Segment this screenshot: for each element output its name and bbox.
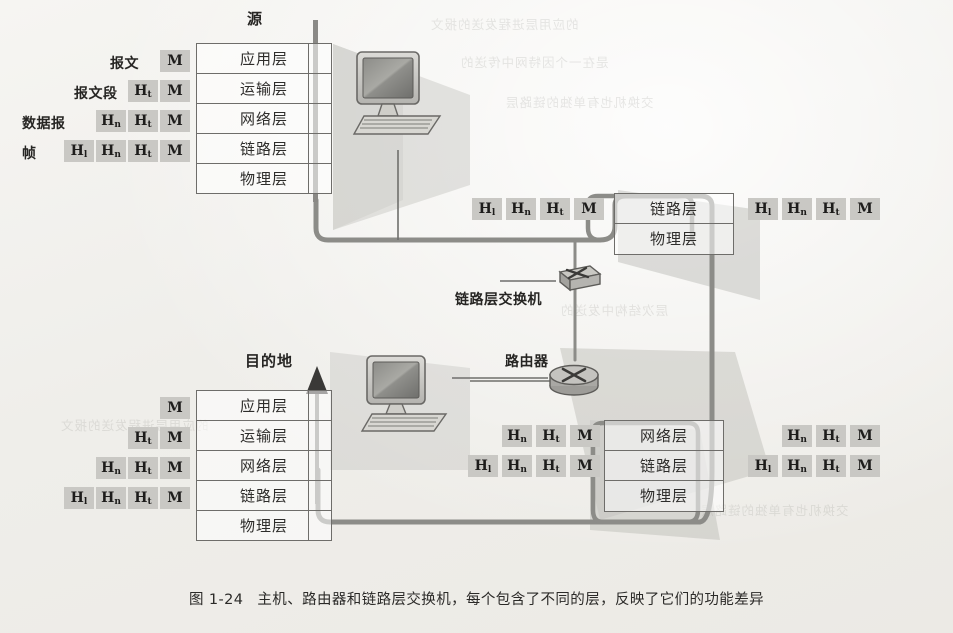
stack-layer-link[interactable]: 链路层 — [605, 451, 723, 481]
source-host-title: 源 — [247, 10, 264, 28]
pdu-chip-M: M — [570, 425, 600, 447]
stack-layer-physical[interactable]: 物理层 — [649, 230, 698, 248]
link-layer-switch-icon[interactable] — [558, 265, 602, 292]
pdu-chip-M: M — [160, 80, 190, 102]
router-stack[interactable]: 网络层 链路层 物理层 — [604, 420, 724, 512]
stack-right-gutter — [308, 44, 331, 193]
pdu-chip-M: M — [160, 457, 190, 479]
stack-layer-physical[interactable]: 物理层 — [197, 511, 331, 541]
destination-host-stack[interactable]: 应用层 运输层 网络层 链路层 物理层 — [196, 390, 332, 541]
pdu-chip-M: M — [850, 198, 880, 220]
pdu-chip-M: M — [570, 455, 600, 477]
router-label: 路由器 — [505, 354, 549, 370]
pdu-chip-M: M — [850, 455, 880, 477]
stack-layer-application[interactable]: 应用层 — [197, 391, 331, 421]
pdu-name-frame: 帧 — [22, 146, 37, 162]
pdu-chip-M: M — [574, 198, 604, 220]
figure-caption-text: 主机、路由器和链路层交换机，每个包含了不同的层，反映了它们的功能差异 — [257, 592, 765, 608]
pdu-chip-M: M — [160, 140, 190, 162]
stack-layer-link[interactable]: 链路层 — [197, 481, 331, 511]
stack-layer-physical[interactable]: 物理层 — [197, 164, 331, 194]
desktop-computer-icon — [360, 355, 448, 432]
pdu-chip-M: M — [160, 110, 190, 132]
figure-caption: 图 1-24 主机、路由器和链路层交换机，每个包含了不同的层，反映了它们的功能差异 — [0, 588, 953, 609]
switch-stack[interactable]: 链路层 物理层 — [614, 193, 734, 255]
stack-layer-link[interactable]: 链路层 — [615, 194, 733, 224]
source-host-stack[interactable]: 应用层 运输层 网络层 链路层 物理层 — [196, 43, 332, 194]
pdu-chip-M: M — [850, 425, 880, 447]
stack-layer-application[interactable]: 应用层 — [197, 44, 331, 74]
thin-link-lines — [397, 150, 556, 382]
pdu-chip-M: M — [160, 397, 190, 419]
stack-layer-network[interactable]: 网络层 — [605, 421, 723, 451]
destination-host-title: 目的地 — [245, 352, 294, 370]
pdu-chip-M: M — [160, 487, 190, 509]
stack-layer-transport[interactable]: 运输层 — [197, 421, 331, 451]
stack-layer-physical[interactable]: 物理层 — [639, 487, 688, 505]
pdu-chip-M: M — [160, 50, 190, 72]
figure-caption-number: 图 1-24 — [188, 592, 244, 608]
stack-layer-network[interactable]: 网络层 — [197, 451, 331, 481]
stack-right-gutter — [308, 391, 331, 540]
pdu-chip-M: M — [160, 427, 190, 449]
router-icon[interactable] — [549, 364, 599, 396]
stack-layer-transport[interactable]: 运输层 — [197, 74, 331, 104]
switch-label: 链路层交换机 — [455, 292, 542, 308]
pdu-name-datagram: 数据报 — [22, 116, 66, 132]
stack-layer-network[interactable]: 网络层 — [197, 104, 331, 134]
pdu-name-message: 报文 — [110, 56, 139, 72]
pdu-name-segment: 报文段 — [74, 86, 118, 102]
stack-layer-link[interactable]: 链路层 — [197, 134, 331, 164]
desktop-computer-icon — [352, 51, 442, 135]
